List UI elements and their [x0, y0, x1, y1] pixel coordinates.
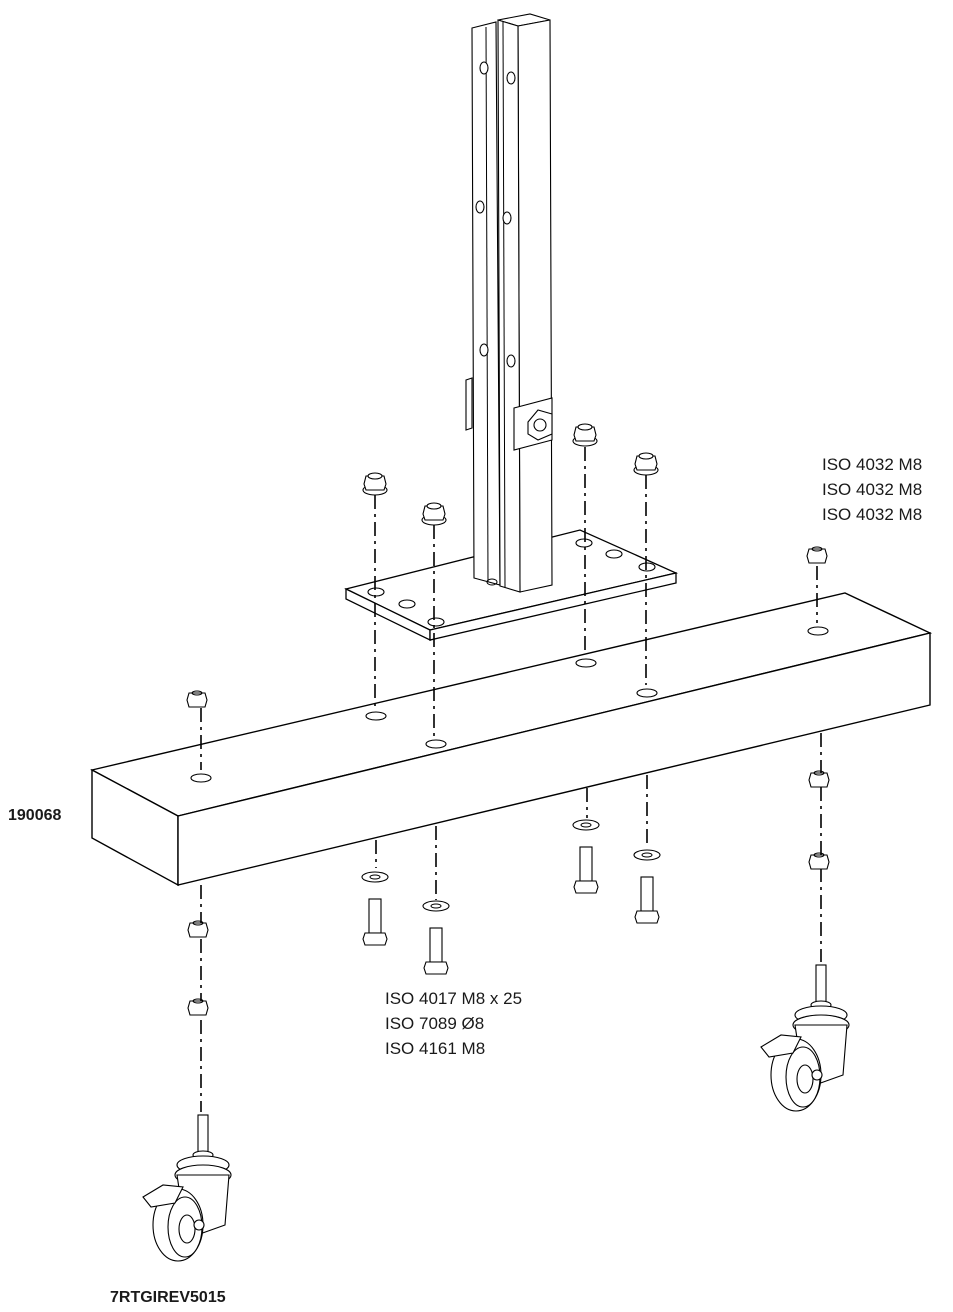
nut-spec-line: ISO 4032 M8	[822, 480, 923, 499]
nut-spec-line: ISO 4032 M8	[822, 455, 923, 474]
beam-holes	[190, 626, 829, 783]
bolt-spec-line: ISO 4017 M8 x 25	[385, 989, 523, 1008]
caster-left	[142, 1114, 232, 1262]
flange-nuts-top	[362, 423, 659, 526]
bolt-spec-line: ISO 4161 M8	[385, 1039, 486, 1058]
vertical-posts	[465, 13, 553, 593]
caster-right	[760, 964, 850, 1112]
beam-long-face	[177, 632, 931, 886]
beam-code-label: 190068	[8, 807, 62, 824]
hex-nuts	[186, 546, 830, 1016]
nut-spec-line: ISO 4032 M8	[822, 505, 923, 524]
bolt-spec-labels: ISO 4017 M8 x 25 ISO 7089 Ø8 ISO 4161 M8	[385, 986, 522, 1061]
nut-spec-labels: ISO 4032 M8 ISO 4032 M8 ISO 4032 M8	[822, 452, 922, 527]
bolt-spec-line: ISO 7089 Ø8	[385, 1014, 485, 1033]
caster-code-label: 7RTGIREV5015	[110, 1289, 226, 1306]
washers-bolts	[361, 819, 661, 975]
wooden-beam	[90, 592, 933, 887]
